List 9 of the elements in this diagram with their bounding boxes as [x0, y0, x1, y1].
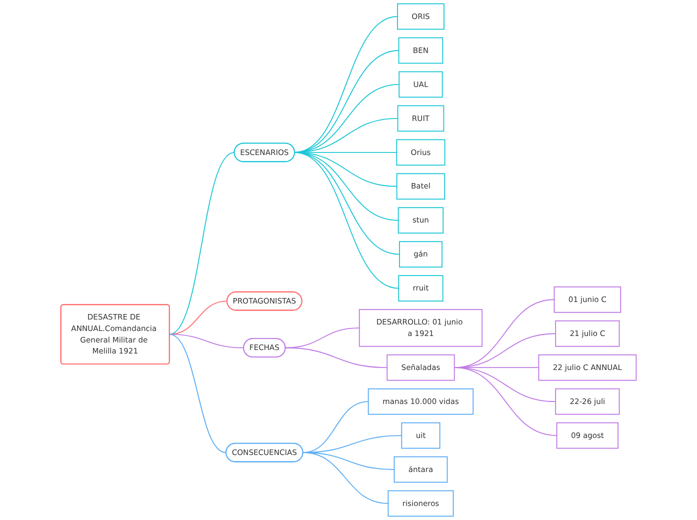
connector: [294, 152, 400, 289]
connector: [284, 347, 388, 368]
connector: [302, 452, 389, 504]
connector: [168, 300, 228, 335]
connector: [168, 152, 235, 335]
connector: [294, 16, 398, 153]
connector: [284, 327, 360, 348]
connector: [168, 334, 226, 453]
connector: [454, 367, 558, 436]
